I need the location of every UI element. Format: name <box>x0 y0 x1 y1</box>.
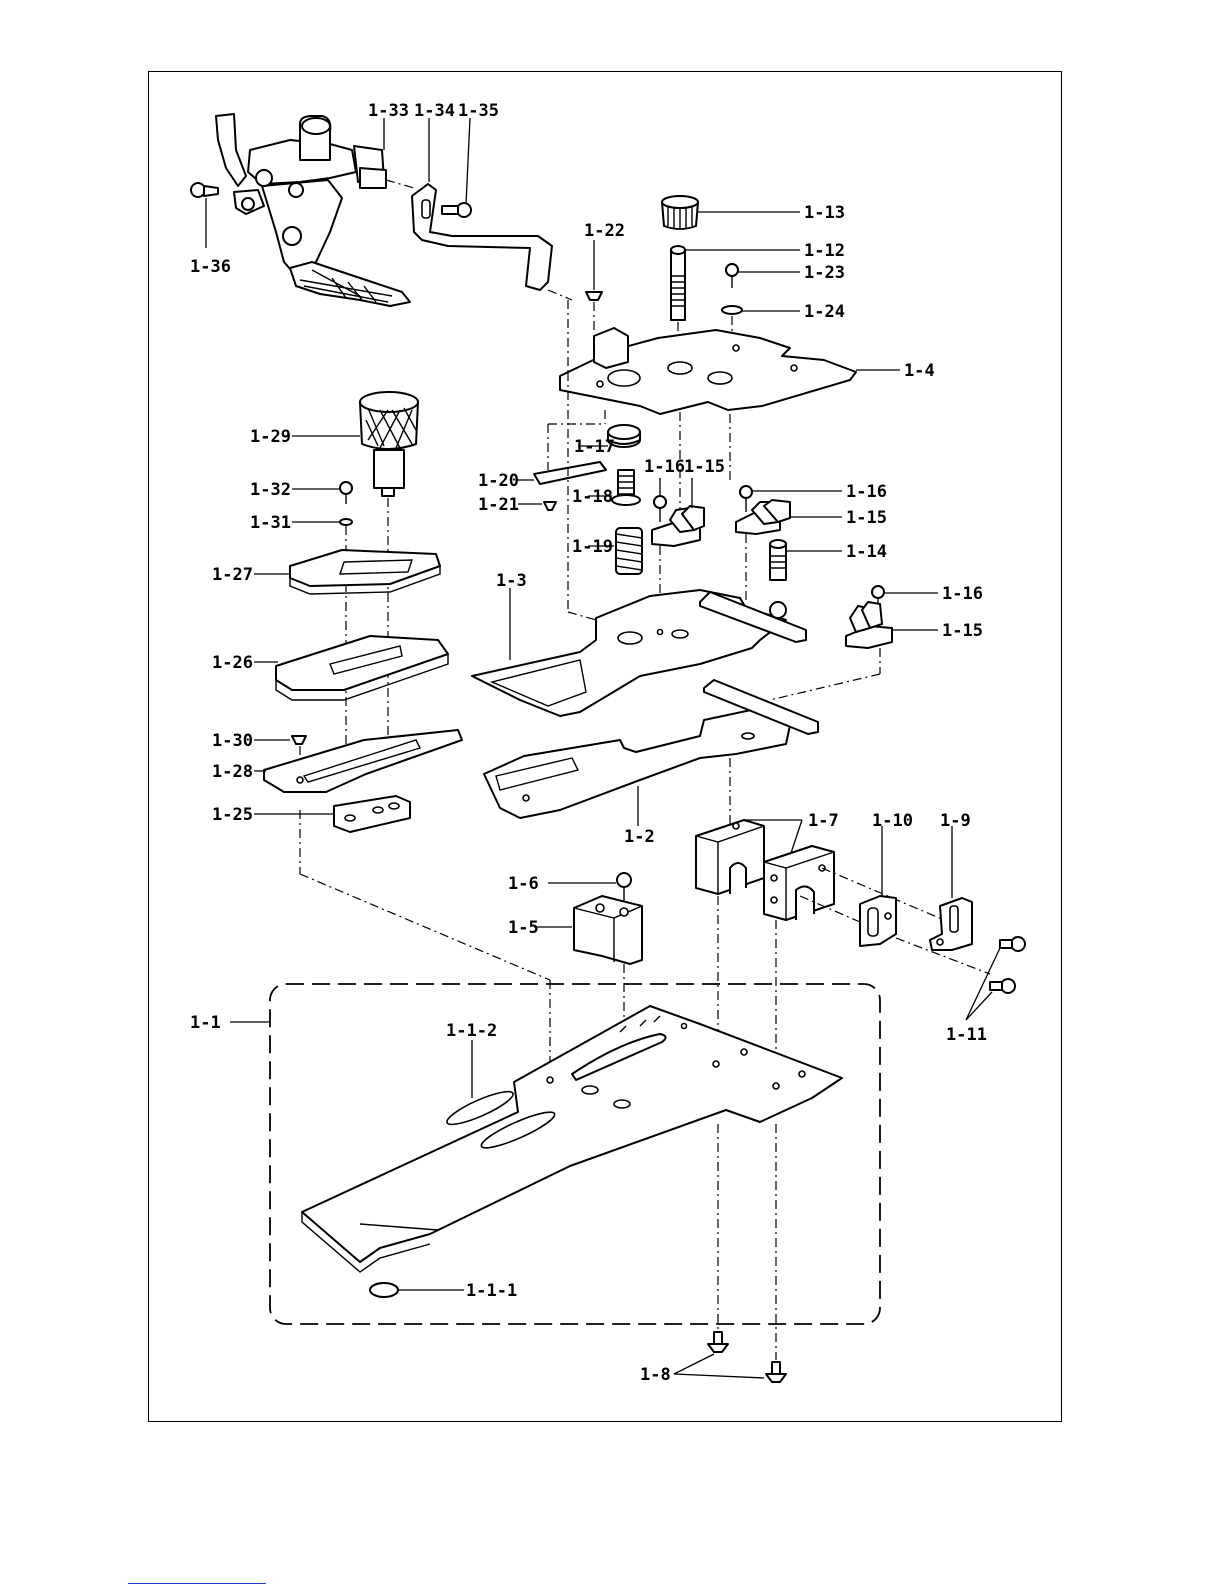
label-1-5: 1-5 <box>508 918 539 938</box>
label-1-15-a: 1-15 <box>684 457 725 477</box>
spring-1-19 <box>616 528 642 574</box>
knob-1-13 <box>662 196 698 230</box>
screw-1-6 <box>617 873 631 887</box>
label-1-8: 1-8 <box>640 1365 671 1385</box>
label-1-16-c: 1-16 <box>942 584 983 604</box>
label-1-10: 1-10 <box>872 811 913 831</box>
label-1-31: 1-31 <box>250 513 291 533</box>
arm-1-34 <box>412 184 552 290</box>
footer-link-underline <box>128 1583 266 1584</box>
washer-1-31 <box>340 519 352 525</box>
block-1-7-a <box>696 820 764 894</box>
stud-1-12 <box>671 246 685 320</box>
screw-1-23 <box>726 264 738 276</box>
label-1-13: 1-13 <box>804 203 845 223</box>
screw-1-16-c <box>872 586 884 598</box>
label-1-1-1: 1-1-1 <box>466 1281 517 1301</box>
screw-1-21 <box>544 502 556 510</box>
label-1-30: 1-30 <box>212 731 253 751</box>
label-1-21: 1-21 <box>478 495 519 515</box>
bracket-1-9 <box>930 898 972 950</box>
label-1-12: 1-12 <box>804 241 845 261</box>
knob-1-29 <box>360 392 418 496</box>
label-1-26: 1-26 <box>212 653 253 673</box>
label-1-29: 1-29 <box>250 427 291 447</box>
base-plate-1-1 <box>302 1006 842 1272</box>
screw-1-16-b <box>740 486 752 498</box>
stud-1-14 <box>770 540 786 580</box>
label-1-6: 1-6 <box>508 874 539 894</box>
label-1-36: 1-36 <box>190 257 231 277</box>
washer-1-24 <box>722 306 742 314</box>
plate-1-27 <box>290 550 440 594</box>
label-1-19: 1-19 <box>572 537 613 557</box>
label-1-4: 1-4 <box>904 361 935 381</box>
screws-1-8 <box>708 1332 786 1382</box>
label-1-7: 1-7 <box>808 811 839 831</box>
label-1-22: 1-22 <box>584 221 625 241</box>
label-1-3: 1-3 <box>496 571 527 591</box>
label-1-27: 1-27 <box>212 565 253 585</box>
top-plate-1-4 <box>560 328 856 414</box>
label-1-17: 1-17 <box>574 437 615 457</box>
pad-1-1-1 <box>370 1283 398 1297</box>
presser-foot-assembly <box>216 114 410 306</box>
label-1-18: 1-18 <box>572 487 613 507</box>
screw-1-16-a <box>654 496 666 508</box>
stud-1-18 <box>612 470 640 505</box>
screw-1-30 <box>292 736 306 744</box>
label-1-34: 1-34 <box>414 101 455 121</box>
label-1-1-2: 1-1-2 <box>446 1021 497 1041</box>
label-1-23: 1-23 <box>804 263 845 283</box>
label-1-16-a: 1-16 <box>644 457 685 477</box>
screw-1-32 <box>340 482 352 494</box>
label-1-11: 1-11 <box>946 1025 987 1045</box>
plate-1-26 <box>276 636 448 700</box>
label-1-35: 1-35 <box>458 101 499 121</box>
screw-1-22 <box>586 292 602 300</box>
label-1-15-c: 1-15 <box>942 621 983 641</box>
bracket-1-10 <box>860 896 896 946</box>
block-1-5 <box>574 896 642 964</box>
plate-1-20 <box>534 462 606 484</box>
label-1-32: 1-32 <box>250 480 291 500</box>
screw-1-35 <box>442 203 471 217</box>
label-1-9: 1-9 <box>940 811 971 831</box>
label-1-2: 1-2 <box>624 827 655 847</box>
label-1-33: 1-33 <box>368 101 409 121</box>
label-1-16-b: 1-16 <box>846 482 887 502</box>
screws-1-11 <box>990 937 1025 993</box>
block-1-7-b <box>764 846 834 920</box>
label-1-25: 1-25 <box>212 805 253 825</box>
label-1-15-b: 1-15 <box>846 508 887 528</box>
bracket-1-15-c <box>846 602 892 648</box>
label-1-28: 1-28 <box>212 762 253 782</box>
block-1-25 <box>334 796 410 832</box>
label-1-14: 1-14 <box>846 542 887 562</box>
bracket-1-15-b <box>736 500 790 534</box>
label-1-1: 1-1 <box>190 1013 221 1033</box>
label-1-24: 1-24 <box>804 302 845 322</box>
screw-1-36 <box>191 183 218 197</box>
label-1-20: 1-20 <box>478 471 519 491</box>
